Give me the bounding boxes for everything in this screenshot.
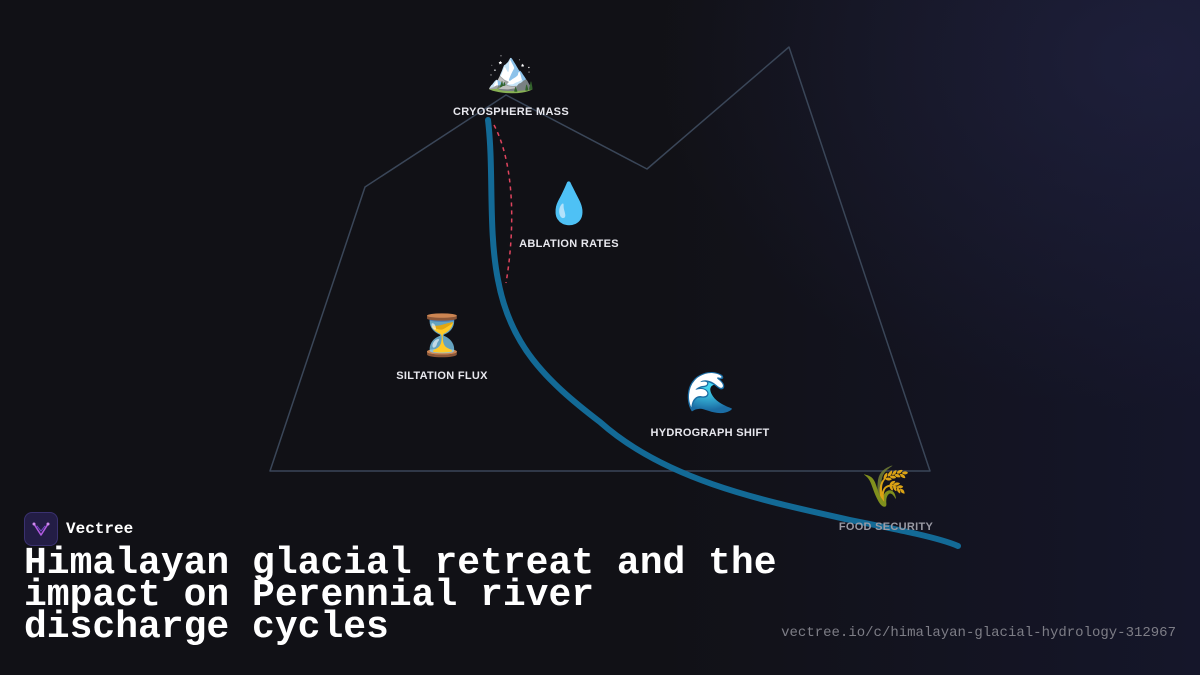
page-title: Himalayan glacial retreat and the impact… xyxy=(24,542,777,649)
node-label: SILTATION FLUX xyxy=(396,370,488,382)
hourglass-icon: ⏳ xyxy=(417,313,467,359)
node-food-security: 🌾 FOOD SECURITY xyxy=(796,463,976,533)
source-url: vectree.io/c/himalayan-glacial-hydrology… xyxy=(781,625,1176,641)
node-hydrograph-shift: 🌊 HYDROGRAPH SHIFT xyxy=(620,369,800,439)
mountain-outline xyxy=(269,46,931,472)
node-ablation-rates: 💧 ABLATION RATES xyxy=(479,180,659,250)
sheaf-of-rice-icon: 🌾 xyxy=(861,464,911,510)
node-label: CRYOSPHERE MASS xyxy=(453,106,569,118)
snow-capped-mountain-icon: 🏔️ xyxy=(486,49,536,95)
node-label: ABLATION RATES xyxy=(519,238,619,250)
brand: Vectree xyxy=(24,512,133,546)
droplet-icon: 💧 xyxy=(544,181,594,227)
brand-name: Vectree xyxy=(66,520,134,538)
vectree-logo-icon xyxy=(24,512,58,546)
water-wave-icon: 🌊 xyxy=(685,370,735,416)
node-label: FOOD SECURITY xyxy=(838,521,934,533)
node-siltation-flux: ⏳ SILTATION FLUX xyxy=(352,312,532,382)
node-label: HYDROGRAPH SHIFT xyxy=(650,427,770,439)
node-cryosphere-mass: 🏔️ CRYOSPHERE MASS xyxy=(421,48,601,118)
dashed-link xyxy=(493,124,513,284)
river-path xyxy=(485,117,961,549)
